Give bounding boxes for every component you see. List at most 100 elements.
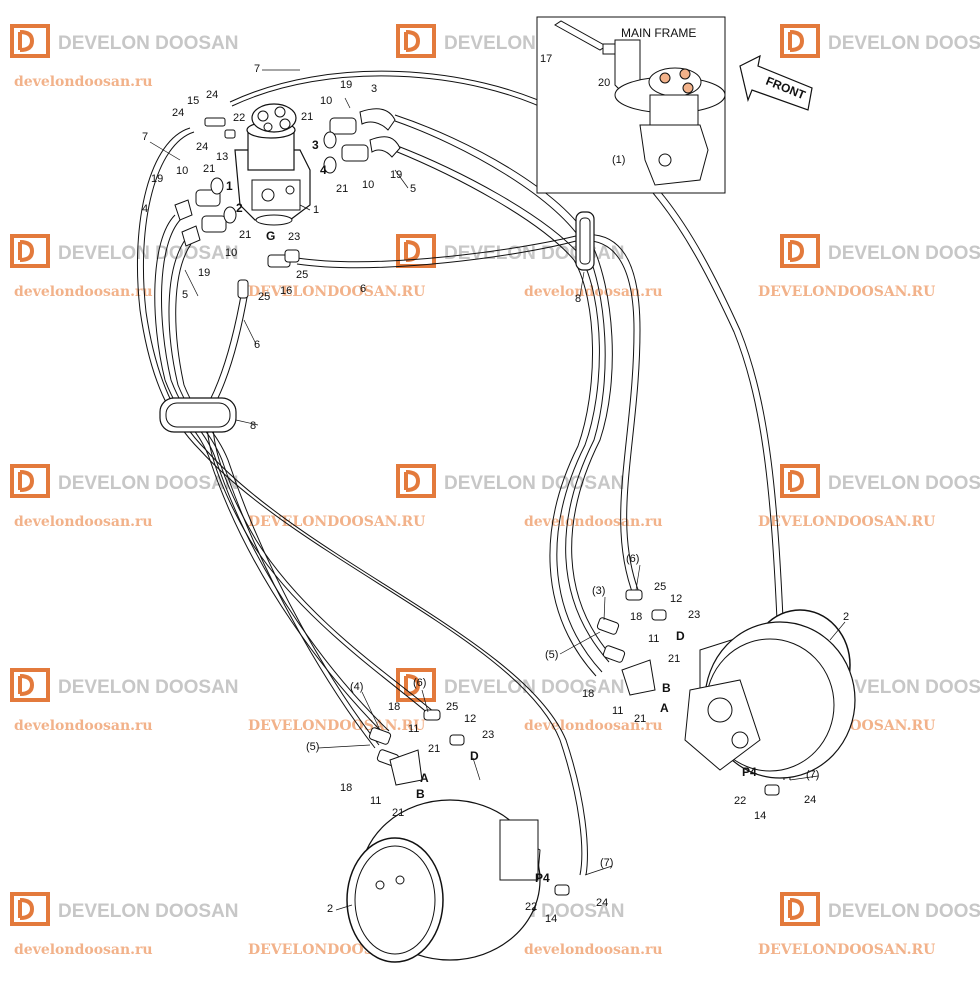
callout-6: (6) [626, 553, 639, 565]
callout-18: 18 [340, 782, 352, 794]
callout-6: 6 [254, 339, 260, 351]
watermark-brand: DEVELON DOOSAN [58, 243, 239, 264]
callout-15: 15 [187, 95, 199, 107]
swivel-fittings [174, 108, 401, 299]
callout-21: 21 [301, 111, 313, 123]
watermark-brand: DEVELON DOOSAN [828, 243, 980, 264]
callout-layer: 7 7 3 19 10 21 15 24 24 24 22 13 3 4 21 … [142, 63, 849, 925]
watermark-url: develondoosan.ru [14, 514, 153, 530]
inset-title: MAIN FRAME [621, 26, 696, 40]
travel-motor-right [684, 609, 856, 779]
hose-7-right-inner [231, 75, 785, 781]
watermark-brand: DEVELON DOOSAN [828, 677, 980, 698]
callout-21: 21 [634, 713, 646, 725]
callout-25: 25 [446, 701, 458, 713]
callout-5: (5) [545, 649, 558, 661]
hose-6-right [296, 233, 641, 596]
callout-14: 14 [754, 810, 766, 822]
hose-5-left [168, 239, 376, 749]
hose-5-left-inner [175, 243, 380, 746]
callout-22: 22 [233, 112, 245, 124]
callout-10: 10 [225, 247, 237, 259]
callout-12: 12 [670, 593, 682, 605]
watermark-brand: DEVELON DOOSAN [58, 33, 239, 54]
callout-24: 24 [172, 107, 184, 119]
watermark-url: develondoosan.ru [14, 942, 153, 958]
travel-motor-left [346, 799, 541, 963]
callout-23: 23 [288, 231, 300, 243]
callout-22: 22 [525, 901, 537, 913]
callout-7: 7 [254, 63, 260, 75]
port-p4: P4 [742, 765, 757, 779]
watermark-logo: DEVELON DOOSAN [780, 892, 980, 926]
port-4: 4 [320, 163, 327, 177]
watermark-url: develondoosan.ru [14, 74, 153, 90]
watermark-logo: DEVELON DOOSAN [10, 24, 239, 58]
callout-2: 2 [843, 611, 849, 623]
callout-24: 24 [196, 141, 208, 153]
callout-25: 25 [296, 269, 308, 281]
watermark-logo: DEVELON DOOSAN [10, 892, 239, 926]
callout-14: 14 [545, 913, 557, 925]
callout-2: 2 [327, 903, 333, 915]
port-d: D [470, 749, 479, 763]
callout-18: 18 [388, 701, 400, 713]
hose-6-left-inner [212, 291, 435, 713]
motor-fittings [368, 589, 780, 896]
callout-10: 10 [176, 165, 188, 177]
callout-4: (4) [350, 681, 363, 693]
callout-1: 1 [313, 204, 319, 216]
watermark-url: develondoosan.ru [524, 942, 663, 958]
callout-19: 19 [340, 79, 352, 91]
callout-5: 5 [182, 289, 188, 301]
hose-5 [394, 144, 603, 673]
port-g: G [266, 229, 275, 243]
callout-6: (6) [413, 677, 426, 689]
watermark-url: develondoosan.ru [14, 718, 153, 734]
watermark-brand: DEVELON DOOSAN [828, 473, 980, 494]
callout-21: 21 [428, 743, 440, 755]
callout-25: 25 [654, 581, 666, 593]
inset-main-frame: MAIN FRAME 17 20 (1) [536, 16, 726, 194]
callout-10: 10 [320, 95, 332, 107]
callout-12: 12 [464, 713, 476, 725]
port-3: 3 [312, 138, 319, 152]
watermark-logo: DEVELON DOOSAN [10, 464, 239, 498]
hose-6-right-inner [296, 239, 635, 598]
watermark-brand: DEVELON DOOSAN [58, 677, 239, 698]
port-a: A [420, 771, 429, 785]
watermark-url: DEVELONDOOSAN.RU [758, 284, 935, 300]
hose-4 [154, 214, 386, 736]
callout-21: 21 [203, 163, 215, 175]
callout-18: 18 [582, 688, 594, 700]
callout-18: 18 [630, 611, 642, 623]
callout-11: 11 [408, 723, 419, 735]
callout-23: 23 [688, 609, 700, 621]
callout-3: (3) [592, 585, 605, 597]
hose-3-inner [394, 120, 610, 663]
watermark-logo: DEVELON DOOSAN [780, 234, 980, 268]
callout-13: 13 [216, 151, 228, 163]
callout-21: 21 [668, 653, 680, 665]
callout-24: 24 [804, 794, 816, 806]
port-2: 2 [236, 201, 243, 215]
leader-lines [149, 69, 846, 911]
hose-bundle [137, 70, 791, 876]
watermark-url: DEVELONDOOSAN.RU [248, 284, 425, 300]
watermark-url: develondoosan.ru [524, 718, 663, 734]
hose-4-inner [161, 218, 390, 732]
watermark-url: DEVELONDOOSAN.RU [758, 942, 935, 958]
hose-clamp-8 [575, 211, 595, 271]
watermark-logo: DEVELON DOOSAN [780, 464, 980, 498]
callout-23: 23 [482, 729, 494, 741]
port-p4: P4 [535, 871, 550, 885]
hose-7-right [229, 70, 791, 781]
callout-8: 8 [250, 420, 256, 432]
callout-19: 19 [390, 169, 402, 181]
callout-19: 19 [198, 267, 210, 279]
callout-7: 7 [142, 131, 148, 143]
callout-16: 16 [280, 285, 292, 297]
callout-10: 10 [362, 179, 374, 191]
inset-callout-17: 17 [540, 53, 552, 65]
